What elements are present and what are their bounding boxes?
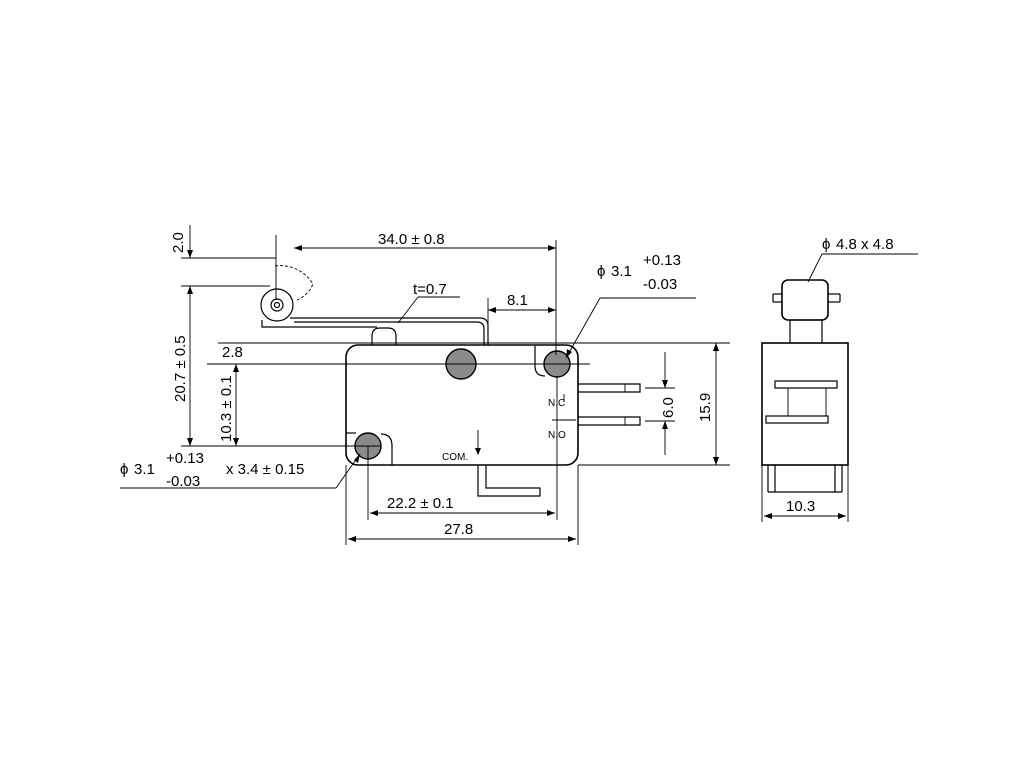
dim-body-width-text: 10.3 (786, 498, 815, 515)
dim-lever-height-text: 20.7 ± 0.5 (172, 335, 189, 402)
dim-hole-spacing-vertical (207, 363, 590, 446)
terminals (477, 383, 641, 497)
terminal-arrows (475, 394, 576, 455)
dim-top-clearance (181, 225, 277, 300)
dim-hole-top-value: 3.1 (611, 263, 632, 280)
dim-hole-bottom-tol-plus: +0.13 (166, 450, 204, 467)
dim-hole-top-tol-plus: +0.13 (643, 252, 681, 269)
dim-hole-bottom-tol-minus: -0.03 (166, 473, 200, 490)
dim-lever-height (181, 285, 380, 447)
dim-terminal-offset-text: 8.1 (507, 292, 528, 309)
dim-terminal-offset (487, 298, 556, 330)
dim-hole-bottom-value: 3.1 (134, 461, 155, 478)
dim-overall-length-text: 34.0 ± 0.8 (378, 231, 445, 248)
dim-terminal-pitch-text: 6.0 (660, 397, 677, 418)
dim-roller-size-value: 4.8 x 4.8 (836, 236, 894, 253)
dim-lever-thickness (397, 296, 460, 324)
dim-body-height-text: 15.9 (697, 393, 714, 422)
roller-lever (260, 265, 489, 346)
dim-hole-spacing-horizontal (367, 376, 558, 520)
dim-hole-bottom-symbol: ϕ (120, 461, 128, 478)
dim-top-clearance-text: 2.0 (170, 232, 187, 253)
dim-body-width (761, 465, 849, 522)
dim-overall-length (294, 240, 557, 355)
dim-hole-top-tol-minus: -0.03 (643, 276, 677, 293)
dim-hole-bottom-slot: x 3.4 ± 0.15 (226, 461, 304, 478)
dim-body-height (578, 343, 730, 466)
dim-hole-spacing-vertical-text: 10.3 ± 0.1 (218, 375, 235, 442)
dim-roller-size (807, 253, 918, 283)
label-com: COM. (442, 452, 468, 463)
dim-hole-top-symbol: ϕ (597, 263, 605, 280)
side-view (761, 279, 849, 493)
dim-roller-size-symbol: ϕ (822, 236, 830, 253)
dim-body-length-text: 27.8 (444, 521, 473, 538)
switch-body (345, 344, 579, 466)
dim-hole-top (565, 297, 696, 359)
dim-terminal-pitch (645, 352, 675, 455)
dim-body-length (345, 465, 579, 545)
dim-top-offset-text: 2.8 (222, 344, 243, 361)
dim-lever-thickness-text: t=0.7 (413, 281, 447, 298)
dim-hole-spacing-horizontal-text: 22.2 ± 0.1 (387, 495, 454, 512)
dim-hole-bottom (120, 453, 361, 489)
